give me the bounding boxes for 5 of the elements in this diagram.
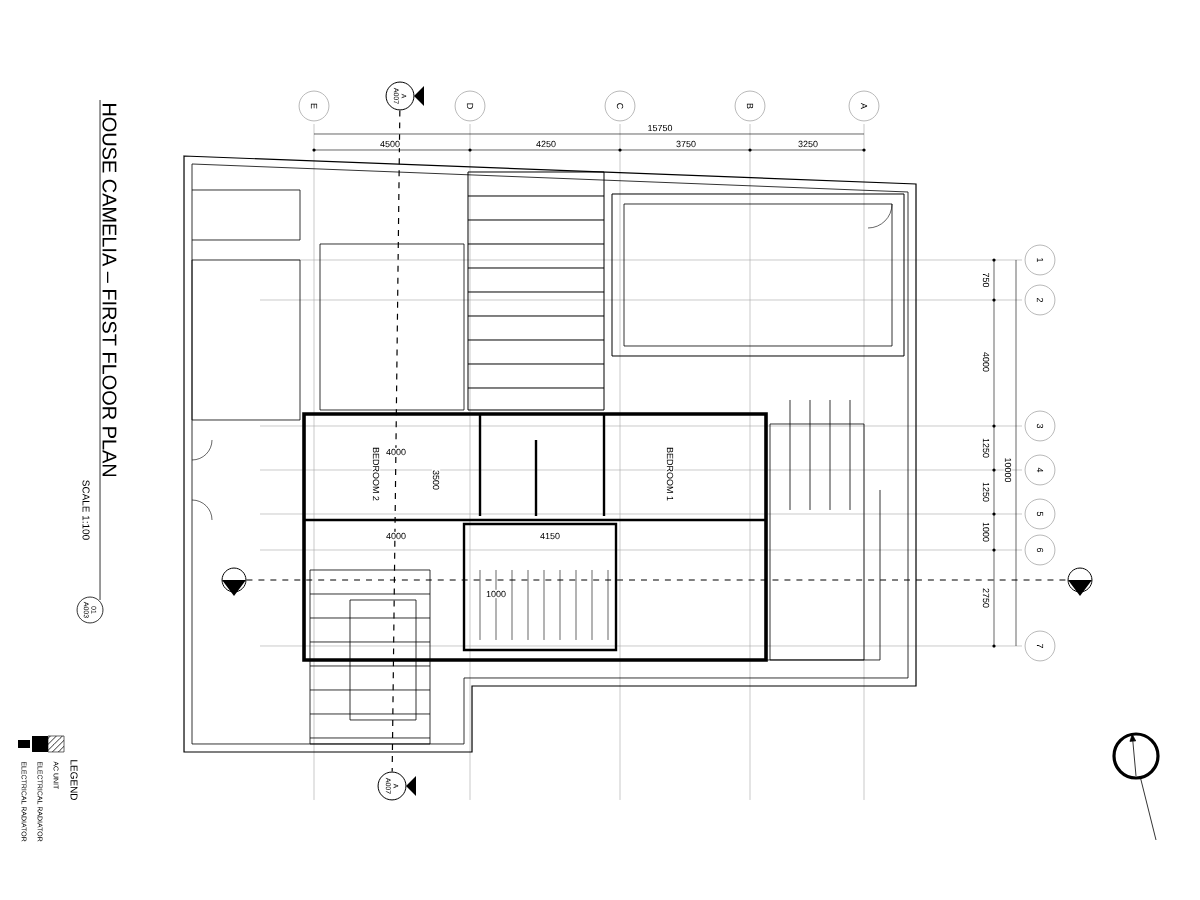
section-marker <box>221 567 247 596</box>
title: HOUSE CAMELIA – FIRST FLOOR PLAN <box>99 99 117 601</box>
section-marker <box>1067 567 1093 596</box>
section-line <box>391 109 401 773</box>
section-line <box>245 579 1069 581</box>
